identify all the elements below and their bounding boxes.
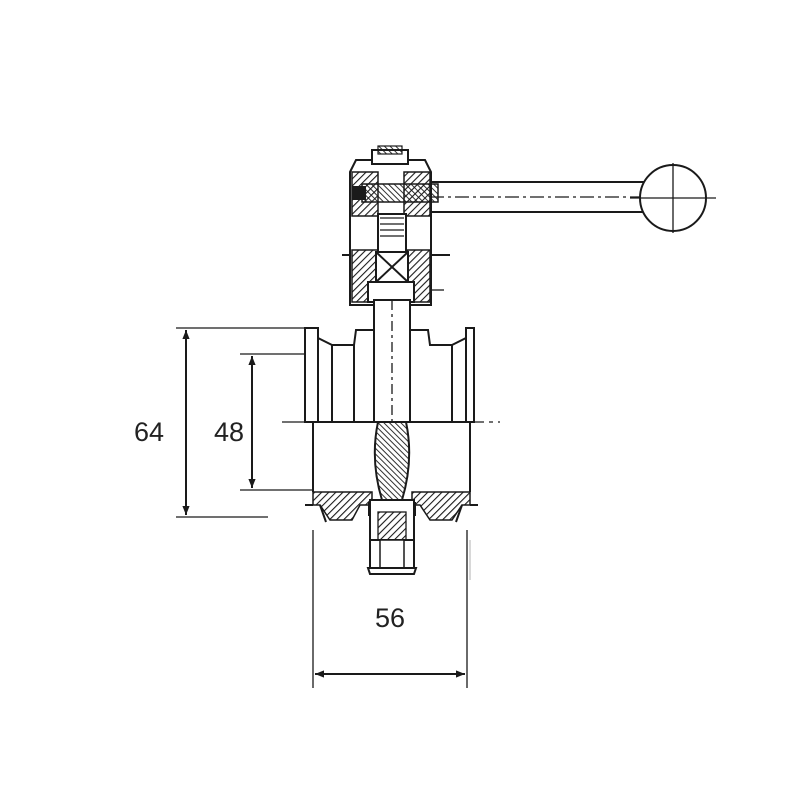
dimension-label-56: 56 [375,603,405,633]
dimension-label-48: 48 [214,417,244,447]
dimension-outer-height: 64 [134,327,305,518]
handle-assembly [342,145,716,306]
dimension-face-width: 56 [312,530,468,688]
dimension-label-64: 64 [134,417,164,447]
valve-stem [373,299,411,423]
dimension-inner-height: 48 [214,353,312,491]
